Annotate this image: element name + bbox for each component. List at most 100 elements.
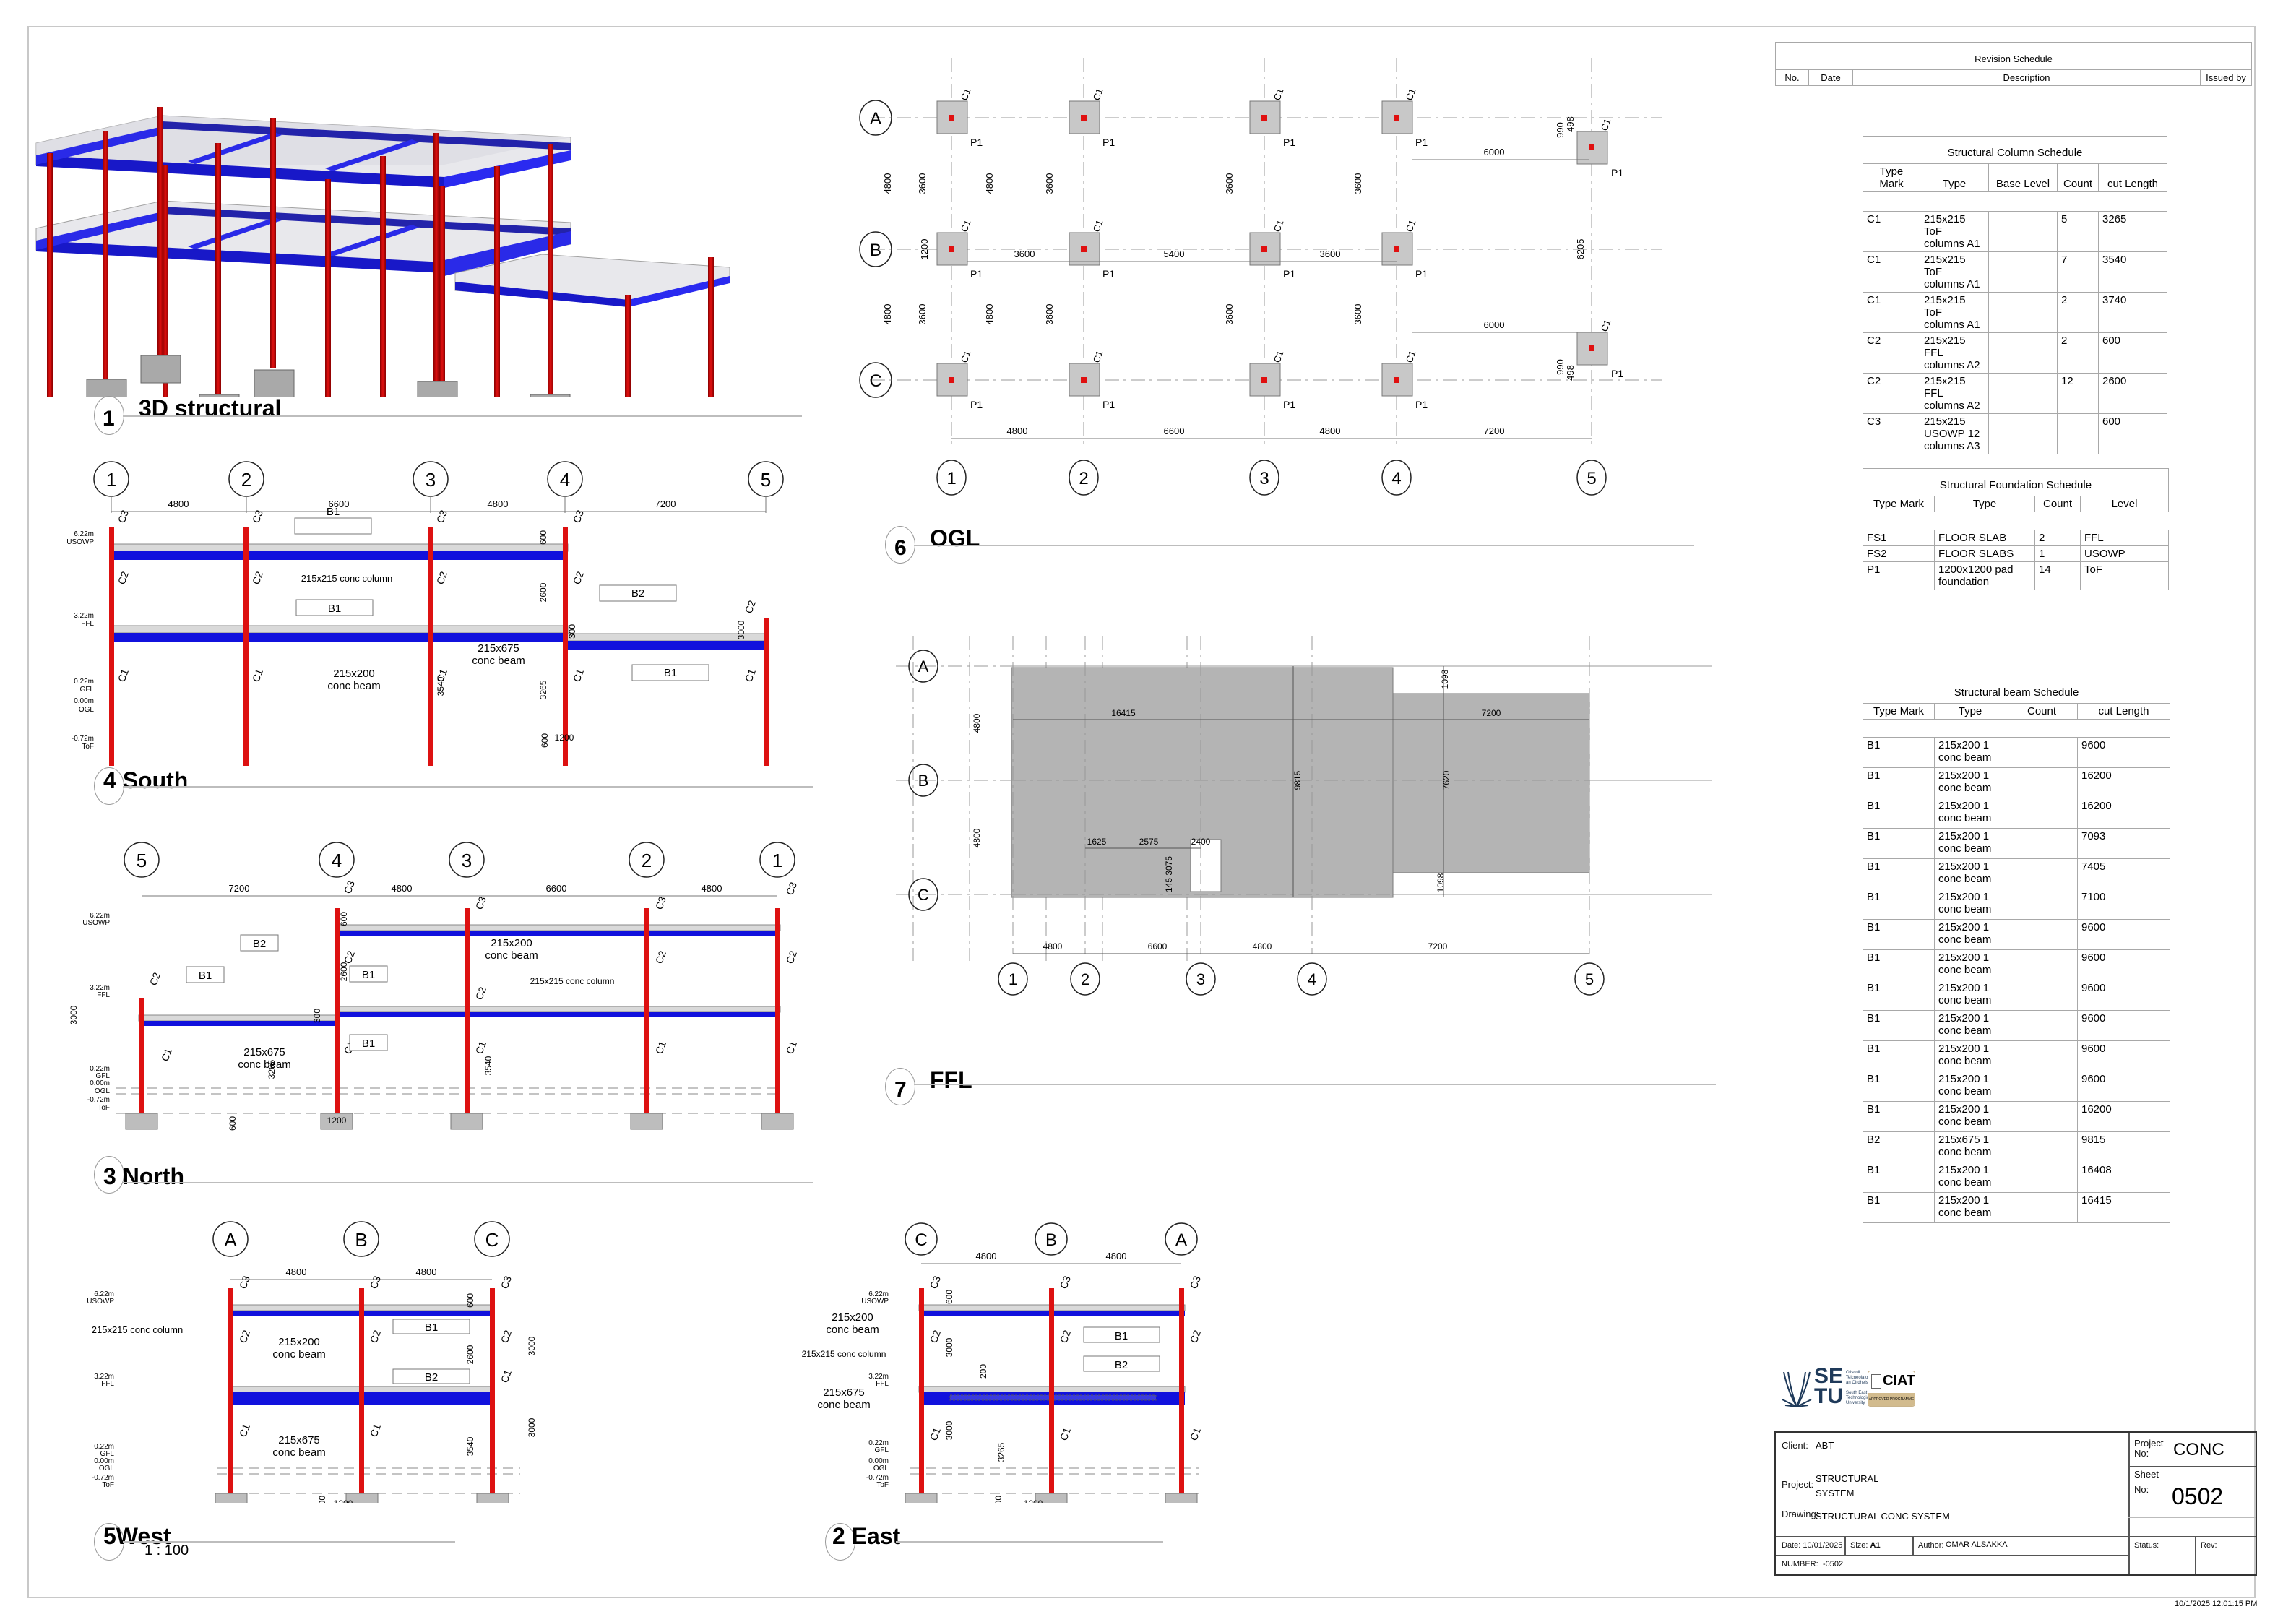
svg-text:C1: C1 — [1058, 1426, 1073, 1442]
svg-text:215x215 conc column: 215x215 conc column — [301, 573, 392, 584]
svg-text:C1: C1 — [571, 668, 586, 683]
svg-text:conc beam: conc beam — [238, 1058, 290, 1071]
number-value: -0502 — [1823, 1560, 1844, 1569]
svg-text:1200: 1200 — [1024, 1498, 1043, 1503]
svg-text:C1: C1 — [1188, 1426, 1203, 1442]
svg-text:1: 1 — [106, 469, 116, 491]
svg-text:7200: 7200 — [1484, 426, 1505, 436]
column-header: Type — [1920, 163, 1989, 192]
svg-text:A: A — [224, 1229, 237, 1251]
svg-text:3600: 3600 — [1352, 173, 1363, 194]
svg-text:215x675: 215x675 — [823, 1386, 865, 1399]
svg-text:C1: C1 — [1272, 87, 1286, 102]
svg-text:300: 300 — [312, 1009, 322, 1023]
svg-text:600: 600 — [317, 1496, 327, 1503]
svg-text:C3: C3 — [1188, 1274, 1203, 1290]
svg-text:7200: 7200 — [1428, 941, 1448, 952]
svg-text:C3: C3 — [928, 1274, 943, 1290]
svg-text:4800: 4800 — [972, 713, 982, 733]
column-header: Base Level — [1988, 163, 2058, 192]
svg-text:5: 5 — [761, 469, 771, 491]
svg-text:6600: 6600 — [1164, 426, 1185, 436]
svg-text:1: 1 — [1009, 970, 1017, 988]
ciat-logo: CIAT APPROVED PROGRAMME — [1868, 1371, 1915, 1407]
view-number: 7 — [894, 1078, 907, 1102]
svg-text:6.22m: 6.22m — [94, 1290, 114, 1298]
svg-text:300: 300 — [567, 624, 577, 639]
svg-text:P1: P1 — [1283, 137, 1295, 148]
svg-text:3600: 3600 — [917, 304, 928, 325]
svg-text:C2: C2 — [784, 949, 799, 965]
svg-text:P1: P1 — [1611, 167, 1623, 178]
svg-text:215x215 conc column: 215x215 conc column — [92, 1324, 183, 1335]
svg-text:5400: 5400 — [1164, 249, 1185, 259]
svg-text:C2: C2 — [653, 949, 668, 965]
svg-text:215x200: 215x200 — [333, 668, 375, 680]
svg-text:0.22m: 0.22m — [90, 1065, 110, 1073]
view-number: 6 — [894, 536, 907, 560]
svg-text:C1: C1 — [653, 1040, 668, 1056]
svg-text:4800: 4800 — [1007, 426, 1028, 436]
svg-text:C1: C1 — [928, 1426, 943, 1442]
svg-text:OGL: OGL — [95, 1087, 111, 1095]
svg-text:215x200: 215x200 — [491, 937, 532, 949]
svg-text:4: 4 — [1308, 970, 1316, 988]
column-header: Date — [1808, 69, 1853, 86]
svg-text:498: 498 — [1565, 365, 1576, 381]
svg-text:498: 498 — [1565, 116, 1576, 132]
svg-text:B1: B1 — [1115, 1330, 1128, 1342]
svg-text:USOWP: USOWP — [861, 1298, 889, 1306]
svg-text:4800: 4800 — [984, 173, 995, 194]
svg-text:FFL: FFL — [876, 1380, 889, 1388]
svg-text:C3: C3 — [368, 1274, 383, 1290]
foundation-schedule-header: Structural Foundation Schedule Type Mark… — [1863, 468, 2169, 512]
svg-text:C3: C3 — [473, 895, 488, 911]
svg-text:C3: C3 — [653, 895, 668, 911]
svg-text:P1: P1 — [1415, 137, 1428, 148]
svg-text:1200: 1200 — [327, 1116, 347, 1126]
column-header: No. — [1775, 69, 1809, 86]
svg-text:2400: 2400 — [1191, 837, 1211, 847]
revision-schedule: Revision Schedule No. Date Description I… — [1775, 42, 2252, 86]
svg-text:3600: 3600 — [1224, 304, 1235, 325]
svg-text:600: 600 — [993, 1496, 1004, 1503]
svg-text:conc beam: conc beam — [485, 949, 538, 962]
svg-text:0.22m: 0.22m — [868, 1439, 889, 1447]
column-schedule-title: Structural Column Schedule — [1863, 136, 2167, 164]
svg-text:2600: 2600 — [538, 582, 548, 602]
column-header: Level — [2080, 496, 2169, 512]
view-title-3d-structural: 3D structural — [139, 395, 282, 421]
svg-text:1200: 1200 — [334, 1498, 353, 1503]
svg-text:B1: B1 — [327, 506, 340, 518]
svg-text:4800: 4800 — [416, 1267, 437, 1277]
svg-text:A: A — [870, 109, 881, 129]
svg-text:C3: C3 — [1058, 1274, 1073, 1290]
date-label: Date: — [1782, 1541, 1801, 1550]
view-title-underline — [896, 1541, 1163, 1543]
column-header: Type Mark — [1863, 163, 1920, 192]
svg-text:6.22m: 6.22m — [74, 530, 94, 538]
svg-text:3000: 3000 — [944, 1420, 954, 1440]
view-scale: 1 : 100 — [144, 1543, 189, 1558]
svg-text:3600: 3600 — [1044, 304, 1055, 325]
svg-text:4800: 4800 — [972, 828, 982, 847]
svg-text:USOWP: USOWP — [66, 538, 94, 546]
view-title-ogl: OGL — [930, 525, 980, 551]
svg-text:P1: P1 — [1283, 268, 1295, 280]
svg-text:3.22m: 3.22m — [74, 612, 94, 620]
svg-text:4800: 4800 — [168, 499, 189, 509]
svg-text:0.00m: 0.00m — [74, 697, 94, 705]
svg-text:C3: C3 — [342, 879, 357, 895]
date-value: 10/01/2025 — [1803, 1541, 1843, 1550]
view-title-underline — [914, 1084, 1716, 1085]
svg-text:3000: 3000 — [944, 1337, 954, 1357]
svg-text:GFL: GFL — [100, 1450, 115, 1458]
svg-text:B2: B2 — [1115, 1359, 1128, 1371]
svg-text:C2: C2 — [743, 599, 758, 615]
